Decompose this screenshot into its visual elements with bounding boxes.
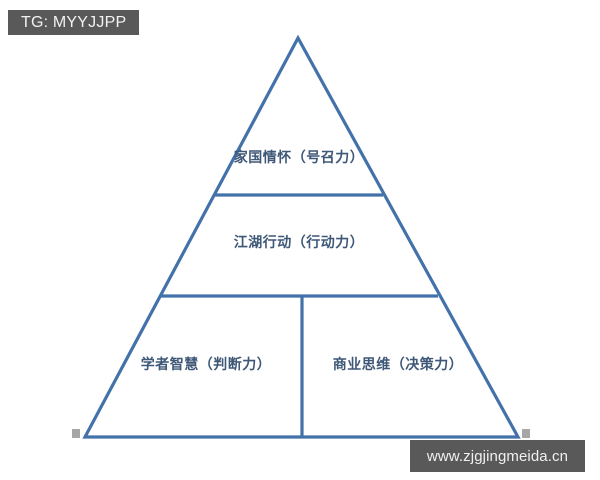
resize-handle-bottom-right[interactable]: [522, 429, 530, 438]
tier-label-apex: 家国情怀（号召力）: [234, 149, 365, 166]
tier-label-base-left: 学者智慧（判断力）: [141, 356, 272, 373]
resize-handle-bottom-left[interactable]: [72, 429, 80, 438]
tier-label-middle: 江湖行动（行动力）: [234, 234, 365, 251]
tier-label-base-right: 商业思维（决策力）: [333, 356, 464, 373]
site-watermark: www.zjgjingmeida.cn: [410, 440, 585, 472]
tg-watermark-badge: TG: MYYJJPP: [8, 10, 140, 35]
